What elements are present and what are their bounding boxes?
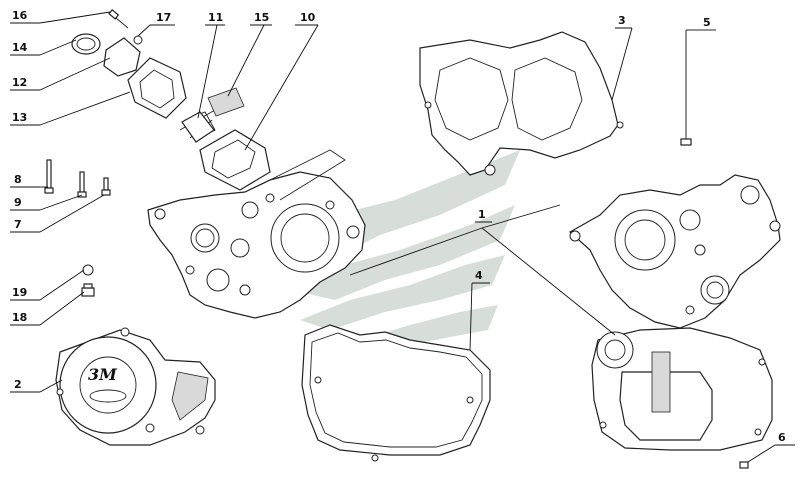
- plug-6: [739, 461, 749, 469]
- callout-18: 18: [12, 311, 27, 324]
- clutch-cover-gasket: [301, 324, 491, 462]
- watermark-stripe: [290, 205, 515, 300]
- clutch-cover: [591, 327, 773, 451]
- washer-17: [133, 35, 143, 45]
- o-ring-19: [82, 264, 94, 276]
- hose-clamp: [71, 33, 101, 55]
- callout-4: 4: [475, 269, 483, 282]
- bolts-7-8-9: [44, 159, 111, 198]
- callout-14: 14: [12, 41, 28, 54]
- callout-labels: 16 14 12 13 17 11 15 10 3 5 8 9 7 19 18 …: [12, 9, 786, 444]
- crankcase-left-half: [147, 149, 366, 319]
- callout-1: 1: [478, 208, 486, 221]
- callout-5: 5: [703, 16, 711, 29]
- callout-11: 11: [208, 11, 223, 24]
- callout-2: 2: [14, 378, 22, 391]
- crankcase-gasket: [419, 31, 624, 176]
- callout-6: 6: [778, 431, 786, 444]
- watermark-stripe: [300, 255, 505, 330]
- intake-manifold-assembly: [103, 37, 271, 191]
- callout-12: 12: [12, 76, 27, 89]
- callout-16: 16: [12, 9, 28, 22]
- plug-18: [81, 283, 95, 297]
- callout-17: 17: [156, 11, 171, 24]
- callout-9: 9: [14, 196, 22, 209]
- dowel-5: [680, 138, 692, 146]
- callout-8: 8: [14, 173, 22, 186]
- leader-lines: [10, 11, 795, 463]
- crankcase-right-half: [568, 174, 781, 329]
- screw-16: [108, 9, 129, 29]
- callout-19: 19: [12, 286, 27, 299]
- reed-valve: [207, 87, 245, 117]
- ignition-cover: 3M: [55, 327, 216, 446]
- cover-logo: 3M: [88, 365, 118, 384]
- reed-block: [181, 111, 215, 143]
- callout-10: 10: [300, 11, 316, 24]
- callout-7: 7: [14, 218, 22, 231]
- callout-15: 15: [254, 11, 269, 24]
- callout-3: 3: [618, 14, 626, 27]
- callout-13: 13: [12, 111, 27, 124]
